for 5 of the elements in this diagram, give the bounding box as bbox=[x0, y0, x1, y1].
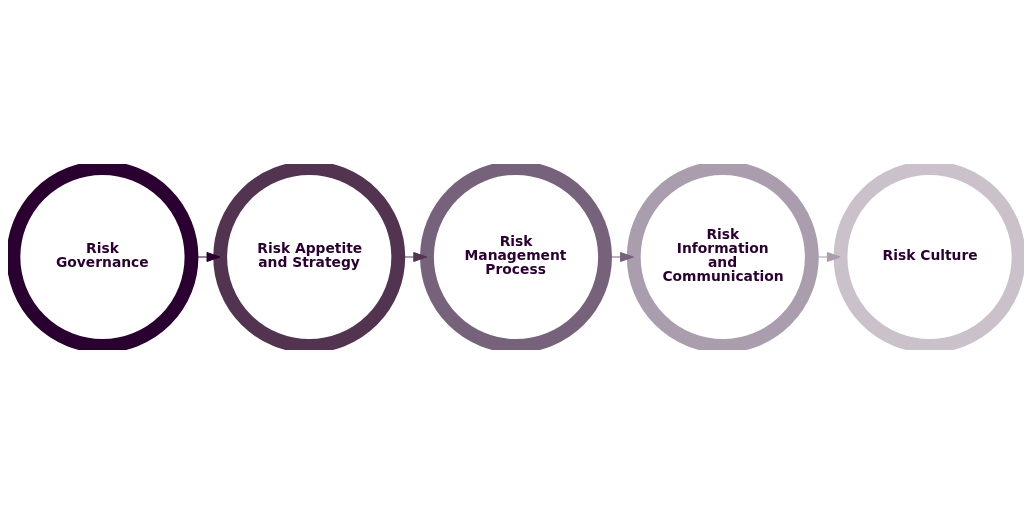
node-circle: Risk Information and Communication bbox=[626, 163, 819, 350]
node-circle: Risk Governance bbox=[8, 163, 199, 350]
node-circle: Risk Culture bbox=[833, 163, 1024, 350]
node-circle: Risk Appetite and Strategy bbox=[213, 163, 406, 350]
node-circle: Risk Management Process bbox=[420, 163, 612, 350]
